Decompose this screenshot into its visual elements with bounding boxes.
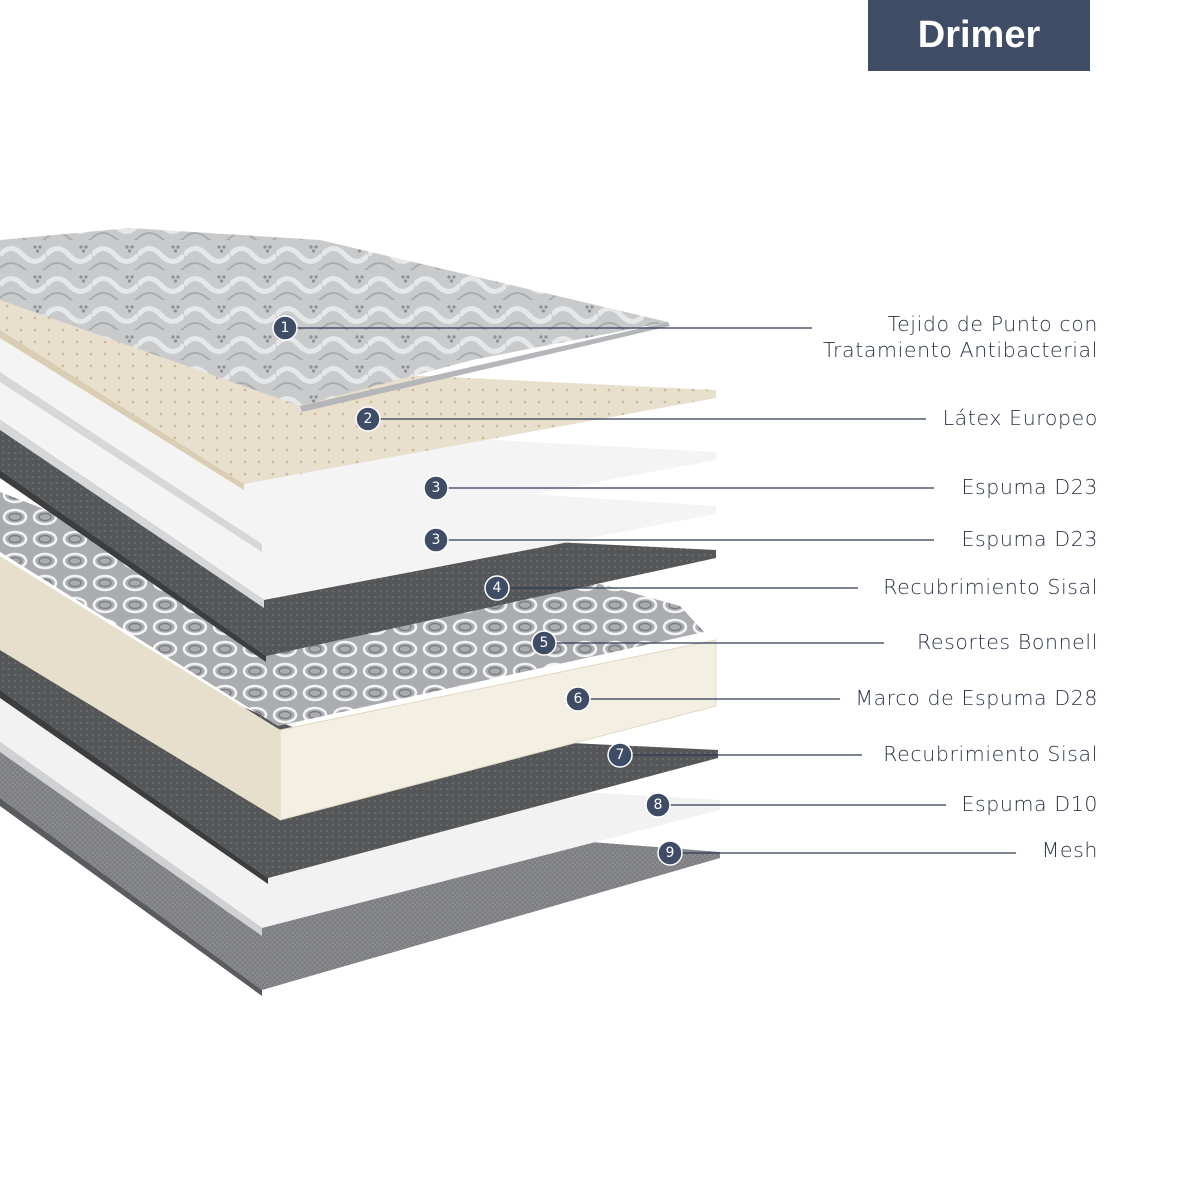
badge-number: 5 <box>540 635 549 651</box>
badge-number: 2 <box>364 411 373 427</box>
number-badge <box>565 686 591 712</box>
badge-number: 9 <box>666 845 675 861</box>
callout-5: 4 Recubrimiento Sisal <box>484 575 1098 601</box>
layer-label: Espuma D23 <box>961 475 1098 499</box>
number-badge <box>607 742 633 768</box>
layer-label: Recubrimiento Sisal <box>883 742 1098 766</box>
layer-label: Mesh <box>1042 838 1098 862</box>
number-badge <box>423 475 449 501</box>
callout-3: 3 Espuma D23 <box>423 475 1098 501</box>
badge-number: 3 <box>432 480 441 496</box>
brand-logo: Drimer <box>868 0 1090 71</box>
layer-foam-frame <box>0 500 717 821</box>
number-badge <box>531 630 557 656</box>
layer-label: Espuma D10 <box>961 792 1098 816</box>
callout-2: 2 Látex Europeo <box>355 406 1098 432</box>
number-badge <box>355 406 381 432</box>
layer-label: Recubrimiento Sisal <box>883 575 1098 599</box>
layer-label: Resortes Bonnell <box>917 630 1098 654</box>
badge-number: 6 <box>574 691 583 707</box>
logo-text: Drimer <box>918 14 1041 56</box>
callout-4: 3 Espuma D23 <box>423 527 1098 553</box>
layer-label: Tratamiento Antibacterial <box>823 338 1098 362</box>
number-badge <box>272 315 298 341</box>
number-badge <box>423 527 449 553</box>
badge-number: 1 <box>281 320 290 336</box>
layer-label: Espuma D23 <box>961 527 1098 551</box>
badge-number: 8 <box>654 797 663 813</box>
callout-8: 7 Recubrimiento Sisal <box>607 742 1098 768</box>
logo-wordmark: Drimer <box>918 14 1041 56</box>
layer-label: Tejido de Punto con <box>887 312 1098 336</box>
badge-number: 7 <box>616 747 625 763</box>
callout-7: 6 Marco de Espuma D28 <box>565 686 1098 712</box>
callout-10: 9 Mesh <box>657 838 1098 866</box>
callout-6: 5 Resortes Bonnell <box>531 630 1098 656</box>
layer-knit-fabric <box>0 228 670 412</box>
layer-label: Marco de Espuma D28 <box>855 686 1098 710</box>
number-badge <box>657 840 683 866</box>
layer-label: Látex Europeo <box>943 406 1098 430</box>
badge-number: 4 <box>493 580 502 596</box>
badge-number: 3 <box>432 532 441 548</box>
number-badge <box>484 575 510 601</box>
number-badge <box>645 792 671 818</box>
callout-9: 8 Espuma D10 <box>645 792 1098 818</box>
